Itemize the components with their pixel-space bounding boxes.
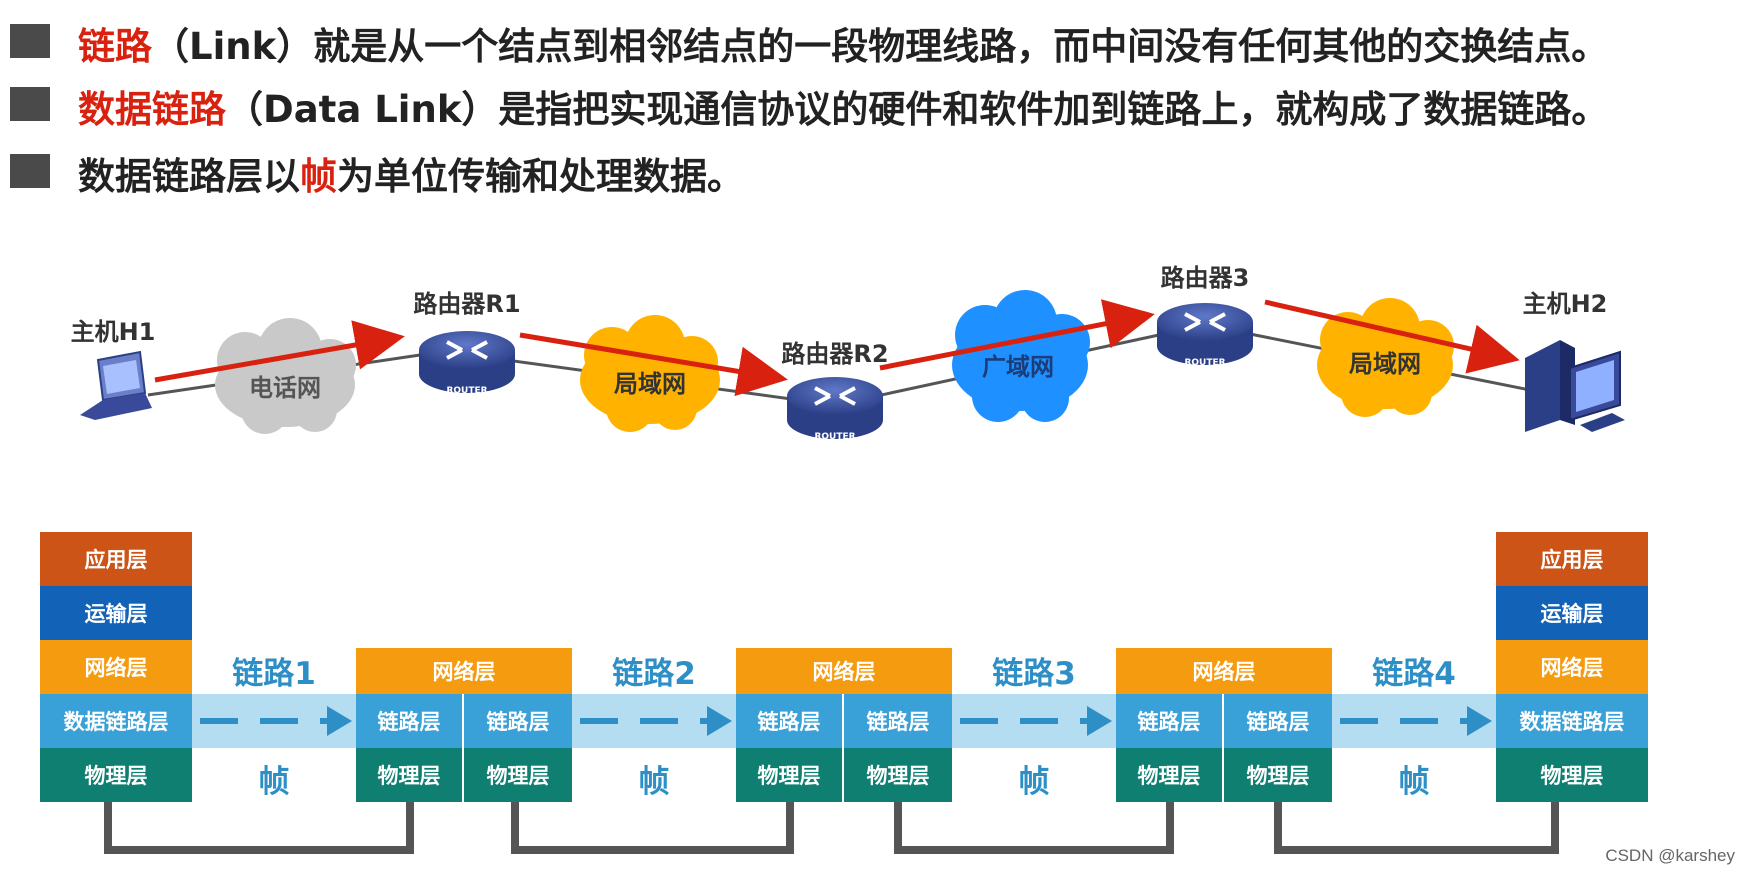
layer-network: 网络层	[40, 640, 192, 694]
arrow-head-icon	[1467, 706, 1492, 736]
link4-label: 链路4	[1372, 656, 1456, 692]
router1-label: 路由器R1	[413, 290, 520, 318]
bullet-text: 数据链路（Data Link）是指把实现通信协议的硬件和软件加到链路上，就构成了…	[78, 79, 1608, 133]
bullet-link-definition: 链路（Link）就是从一个结点到相邻结点的一段物理线路，而中间没有任何其他的交换…	[10, 14, 1750, 68]
layer-physical-left: 物理层	[1116, 748, 1223, 802]
layer-datalink: 数据链路层	[40, 694, 192, 748]
highlight-term: 帧	[300, 155, 337, 198]
link2-label: 链路2	[612, 656, 696, 692]
router-badge: ROUTER	[446, 386, 487, 396]
link1-label: 链路1	[232, 656, 316, 692]
frame-label-2: 帧	[638, 764, 670, 800]
layer-physical: 物理层	[40, 748, 192, 802]
arrow-head-icon	[327, 706, 352, 736]
router-r2-icon: ROUTER	[787, 377, 883, 442]
layer-link-left: 链路层	[1116, 694, 1223, 748]
layer-link-left: 链路层	[736, 694, 843, 748]
text-pre: 数据链路层以	[78, 155, 300, 198]
layer-application: 应用层	[1496, 532, 1648, 586]
layer-network: 网络层	[1496, 640, 1648, 694]
highlight-term: 链路	[78, 25, 152, 68]
bullet-text: 链路（Link）就是从一个结点到相邻结点的一段物理线路，而中间没有任何其他的交换…	[78, 16, 1608, 70]
router-badge: ROUTER	[814, 432, 855, 442]
arrow-head-icon	[707, 706, 732, 736]
bullet-square-icon	[10, 24, 50, 58]
router-r1-icon: ROUTER	[419, 331, 515, 396]
layer-link-right: 链路层	[464, 694, 572, 748]
layer-physical: 物理层	[1496, 748, 1648, 802]
frame-label-4: 帧	[1398, 764, 1430, 800]
link3-label: 链路3	[992, 656, 1076, 692]
layer-physical-right: 物理层	[844, 748, 952, 802]
arrow-head-icon	[1087, 706, 1112, 736]
bullet-text: 数据链路层以帧为单位传输和处理数据。	[78, 146, 744, 200]
layer-network: 网络层	[356, 648, 572, 694]
cloud-wan-label: 广域网	[982, 353, 1054, 381]
layer-link-right: 链路层	[844, 694, 952, 748]
router2-label: 路由器R2	[781, 340, 888, 368]
host1-label: 主机H1	[71, 318, 156, 346]
frame-label-1: 帧	[258, 764, 290, 800]
layer-network: 网络层	[736, 648, 952, 694]
router3-label: 路由器3	[1161, 264, 1250, 292]
layer-link-left: 链路层	[356, 694, 463, 748]
bullet-frame-unit: 数据链路层以帧为单位传输和处理数据。	[10, 144, 1750, 198]
cloud-lan-2: 局域网	[1317, 298, 1454, 417]
layer-datalink: 数据链路层	[1496, 694, 1648, 748]
cloud-phone-label: 电话网	[249, 374, 321, 402]
cloud-lan1-label: 局域网	[614, 370, 686, 398]
layer-network: 网络层	[1116, 648, 1332, 694]
host2-label: 主机H2	[1523, 290, 1608, 318]
data-path-arrows	[154, 299, 1520, 397]
layer-physical-left: 物理层	[736, 748, 843, 802]
layer-physical-left: 物理层	[356, 748, 463, 802]
frame-label-3: 帧	[1018, 764, 1050, 800]
router-badge: ROUTER	[1184, 358, 1225, 368]
text-post: 为单位传输和处理数据。	[337, 155, 744, 198]
physical-cables	[104, 800, 1559, 854]
desktop-computer-icon	[1525, 340, 1625, 432]
layer-physical-right: 物理层	[464, 748, 572, 802]
laptop-icon	[80, 350, 152, 420]
bullet-datalink-definition: 数据链路（Data Link）是指把实现通信协议的硬件和软件加到链路上，就构成了…	[10, 77, 1750, 131]
router-3-icon: ROUTER	[1157, 303, 1253, 368]
definition-text: （Link）就是从一个结点到相邻结点的一段物理线路，而中间没有任何其他的交换结点…	[152, 25, 1609, 68]
definition-text: （Data Link）是指把实现通信协议的硬件和软件加到链路上，就构成了数据链路…	[226, 88, 1609, 131]
layer-application: 应用层	[40, 532, 192, 586]
layer-link-right: 链路层	[1224, 694, 1332, 748]
layer-physical-right: 物理层	[1224, 748, 1332, 802]
watermark: CSDN @karshey	[1605, 846, 1735, 865]
layer-transport: 运输层	[40, 586, 192, 640]
layer-transport: 运输层	[1496, 586, 1648, 640]
cloud-lan2-label: 局域网	[1349, 350, 1421, 378]
bullet-square-icon	[10, 154, 50, 188]
highlight-term: 数据链路	[78, 88, 226, 131]
bullet-square-icon	[10, 87, 50, 121]
